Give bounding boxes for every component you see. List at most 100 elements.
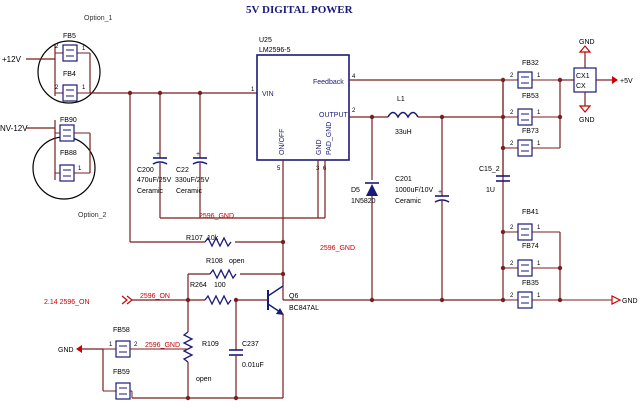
svg-text:L1: L1 (397, 96, 405, 103)
svg-text:2.14 2596_ON: 2.14 2596_ON (44, 299, 90, 306)
svg-text:2: 2 (55, 44, 59, 50)
svg-text:FB41: FB41 (522, 209, 539, 216)
ferrite-fb58: FB58 1 2 (103, 327, 188, 358)
svg-text:R108: R108 (206, 258, 223, 265)
svg-text:10k: 10k (207, 235, 219, 242)
svg-text:FB58: FB58 (113, 327, 130, 334)
ferrite-fb74: FB74 2 1 (503, 243, 560, 277)
resistor-r107: R107 10k (186, 235, 232, 248)
cx1-gnd-bottom: GND (579, 117, 595, 124)
ferrite-fb5: FB5 2 1 (55, 33, 90, 62)
svg-text:Ceramic: Ceramic (137, 188, 164, 195)
connector-cx1: CX1 CX GND GND +5V (560, 39, 633, 124)
svg-text:OUTPUT: OUTPUT (319, 112, 349, 119)
ic-ref: U25 (259, 37, 272, 44)
net-2596-on: 2596_ON (140, 293, 170, 300)
svg-text:+: + (156, 151, 160, 158)
svg-text:FB88: FB88 (60, 150, 77, 157)
svg-text:C237: C237 (242, 341, 259, 348)
svg-text:C200: C200 (137, 167, 154, 174)
input-nv12v: NV-12V (0, 120, 56, 180)
svg-text:1: 1 (537, 261, 541, 267)
svg-text:2: 2 (510, 225, 514, 231)
svg-text:2: 2 (510, 141, 514, 147)
svg-text:2: 2 (510, 73, 514, 79)
svg-text:2: 2 (510, 293, 514, 299)
svg-text:CX1: CX1 (576, 73, 590, 80)
inductor-l1: L1 33uH (387, 96, 419, 136)
svg-text:1: 1 (251, 87, 255, 93)
svg-text:FB5: FB5 (63, 33, 76, 40)
svg-text:1: 1 (78, 166, 82, 172)
svg-text:FB59: FB59 (113, 369, 130, 376)
net-2596-on-input: 2.14 2596_ON 2596_ON (44, 293, 205, 306)
gnd-left-arrow: GND (58, 345, 103, 354)
svg-text:1: 1 (537, 110, 541, 116)
svg-text:1000uF/10V: 1000uF/10V (395, 187, 433, 194)
svg-text:Feedback: Feedback (313, 79, 344, 86)
resistor-r264: R264 100 (190, 282, 268, 306)
svg-text:D5: D5 (351, 187, 360, 194)
ferrite-fb73: FB73 2 1 (503, 128, 560, 157)
svg-text:FB32: FB32 (522, 60, 539, 67)
ic-u25: U25 LM2596-5 VIN Feedback OUTPUT ON/OFF … (251, 37, 356, 172)
svg-text:100: 100 (214, 282, 226, 289)
svg-text:0.01uF: 0.01uF (242, 362, 264, 369)
svg-text:FB4: FB4 (63, 71, 76, 78)
capacitor-c200: + C200 470uF/25V Ceramic (137, 93, 172, 218)
ferrite-fb88: FB88 1 (55, 150, 90, 182)
svg-text:R264: R264 (190, 282, 207, 289)
net-2596-gnd-2: 2596_GND (320, 245, 355, 252)
svg-text:BC847AL: BC847AL (289, 305, 319, 312)
svg-text:R109: R109 (202, 341, 219, 348)
ferrite-fb53: FB53 2 1 (503, 93, 560, 126)
cx1-gnd-top: GND (579, 39, 595, 46)
capacitor-c22: + C22 330uF/25V Ceramic (175, 93, 210, 218)
svg-text:2: 2 (55, 85, 59, 91)
svg-text:FB73: FB73 (522, 128, 539, 135)
svg-text:1U: 1U (486, 187, 495, 194)
option-2-label: Option_2 (78, 212, 107, 219)
capacitor-c15-2: C15_2 1U (479, 80, 510, 194)
svg-text:Ceramic: Ceramic (395, 198, 422, 205)
svg-text:33uH: 33uH (395, 129, 412, 136)
svg-text:470uF/25V: 470uF/25V (137, 177, 172, 184)
svg-text:C15_2: C15_2 (479, 166, 500, 173)
svg-text:+: + (438, 189, 442, 196)
net-2596-gnd-1: 2596_GND (199, 213, 234, 220)
svg-text:1: 1 (537, 73, 541, 79)
svg-text:+: + (196, 151, 200, 158)
svg-text:4: 4 (352, 74, 356, 80)
svg-text:2: 2 (352, 108, 356, 114)
svg-text:FB90: FB90 (60, 117, 77, 124)
input-nv12v-label: NV-12V (0, 124, 28, 133)
svg-text:1: 1 (82, 46, 86, 52)
svg-text:Ceramic: Ceramic (176, 188, 203, 195)
svg-text:R107: R107 (186, 235, 203, 242)
svg-text:2: 2 (510, 261, 514, 267)
svg-text:open: open (229, 258, 245, 265)
svg-text:GND: GND (316, 139, 323, 155)
net-plus5v: +5V (620, 78, 633, 85)
capacitor-c237: C237 0.01uF (229, 300, 264, 398)
svg-text:1: 1 (537, 225, 541, 231)
resistor-r108: R108 open (188, 258, 283, 280)
svg-text:open: open (196, 376, 212, 383)
svg-text:1: 1 (537, 141, 541, 147)
option-1-circle (37, 40, 101, 104)
ic-part: LM2596-5 (259, 47, 291, 54)
net-2596-gnd-3: 2596_GND (145, 342, 180, 349)
input-plus12v-label: +12V (2, 55, 22, 64)
svg-text:1: 1 (537, 293, 541, 299)
svg-text:FB74: FB74 (522, 243, 539, 250)
svg-text:2: 2 (134, 342, 138, 348)
resistor-r109: R109 open (182, 300, 219, 398)
gnd-right-arrow: GND (611, 295, 638, 305)
svg-text:GND: GND (622, 298, 638, 305)
svg-text:2: 2 (510, 110, 514, 116)
option-1-label: Option_1 (84, 15, 113, 22)
capacitor-c201: + C201 1000uF/10V Ceramic (395, 117, 450, 300)
svg-text:330uF/25V: 330uF/25V (175, 177, 210, 184)
svg-text:1: 1 (82, 85, 86, 91)
